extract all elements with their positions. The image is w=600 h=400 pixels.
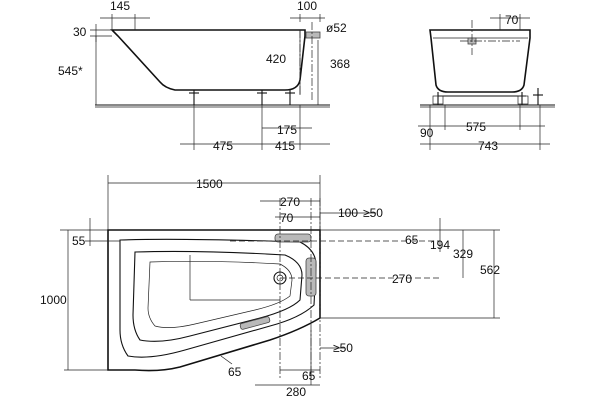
dim-175: 175 — [277, 123, 297, 137]
dim-100-plan: 100 — [338, 206, 358, 220]
dim-280: 280 — [286, 385, 306, 399]
dim-ge50-top: ≥50 — [363, 206, 383, 220]
plan-inner-basin — [132, 250, 303, 342]
plan-view: 1500 270 70 100 ≥50 55 1000 65 194 329 5… — [40, 175, 500, 399]
end-view: 70 90 575 743 — [418, 13, 555, 153]
dim-545: 545* — [58, 64, 83, 78]
dim-145: 145 — [110, 0, 130, 13]
dim-70-end: 70 — [505, 13, 519, 27]
dim-55: 55 — [72, 234, 86, 248]
dim-65-corner: 65 — [228, 365, 242, 379]
dim-415: 415 — [275, 139, 295, 153]
plan-overflow — [305, 257, 317, 297]
side-view-feet — [189, 90, 295, 105]
dim-475: 475 — [213, 139, 233, 153]
plan-handle — [239, 316, 271, 330]
overflow-outlet — [305, 31, 321, 39]
plan-inner-rim — [119, 238, 317, 358]
dim-ge50-bottom: ≥50 — [333, 341, 353, 355]
end-view-tub-profile — [429, 29, 531, 93]
dim-368: 368 — [330, 57, 350, 71]
dim-420: 420 — [266, 52, 286, 66]
dim-1500: 1500 — [196, 177, 223, 191]
dim-194: 194 — [430, 238, 450, 252]
dim-ø52: ø52 — [326, 21, 347, 35]
dim-90: 90 — [420, 126, 434, 140]
dim-1000: 1000 — [40, 293, 67, 307]
dim-575: 575 — [466, 120, 486, 134]
dim-70-plan: 70 — [280, 211, 294, 225]
dim-100: 100 — [297, 0, 317, 13]
dim-743: 743 — [478, 139, 498, 153]
dim-65-right: 65 — [405, 233, 419, 247]
dim-562: 562 — [480, 263, 500, 277]
dim-270-top: 270 — [280, 195, 300, 209]
dim-270-right: 270 — [392, 272, 412, 286]
dim-329: 329 — [453, 247, 473, 261]
dim-65-bottom: 65 — [302, 369, 316, 383]
dim-30: 30 — [73, 25, 87, 39]
side-view: 145 100 ø52 30 545* 420 368 175 475 415 — [58, 0, 350, 153]
